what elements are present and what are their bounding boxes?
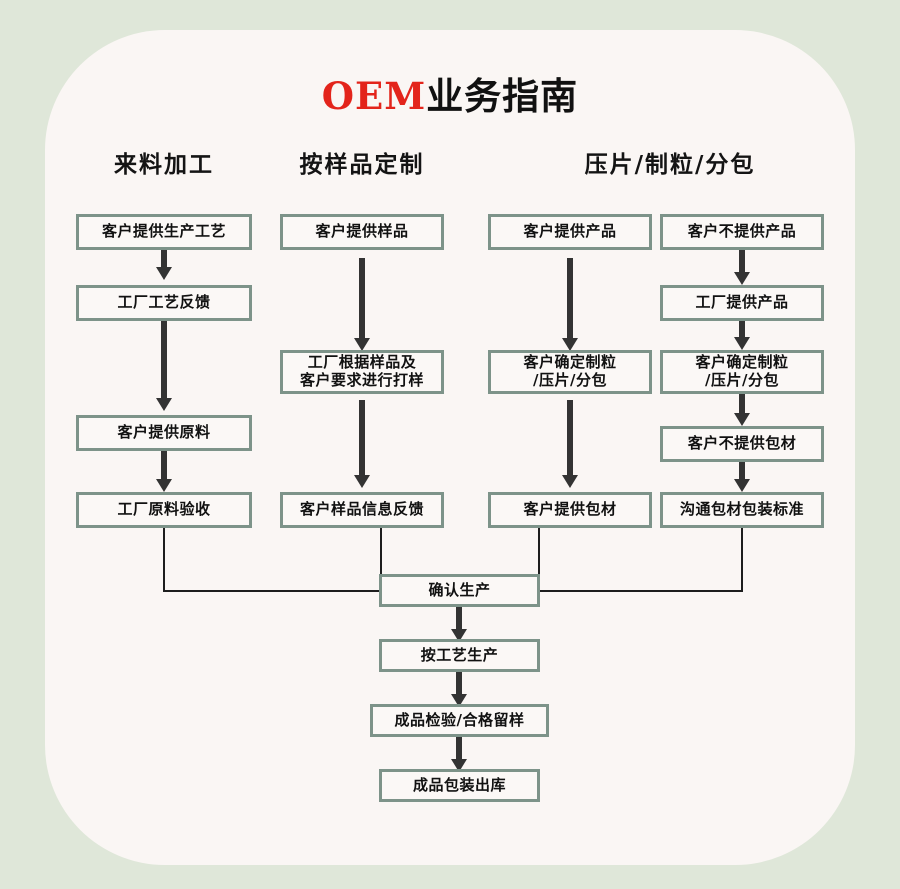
node-c1-3[interactable]: 客户提供原料 [76, 415, 252, 451]
connector-col3-vertical [538, 528, 540, 575]
node-c3-2[interactable]: 客户确定制粒 /压片/分包 [488, 350, 652, 394]
title-accent: OEM [321, 74, 427, 118]
connector-col4-vertical [741, 528, 743, 592]
node-merge-confirm-production[interactable]: 确认生产 [379, 574, 540, 607]
node-c1-4[interactable]: 工厂原料验收 [76, 492, 252, 528]
node-c2-1[interactable]: 客户提供样品 [280, 214, 444, 250]
title-rest: 业务指南 [426, 74, 579, 118]
connector-col1-horizontal [163, 590, 381, 592]
node-final-2[interactable]: 成品检验/合格留样 [370, 704, 549, 737]
node-c4-4[interactable]: 客户不提供包材 [660, 426, 824, 462]
node-c3-3[interactable]: 客户提供包材 [488, 492, 652, 528]
node-final-3[interactable]: 成品包装出库 [379, 769, 540, 802]
page-title: OEM业务指南 [0, 66, 900, 120]
node-c2-2[interactable]: 工厂根据样品及 客户要求进行打样 [280, 350, 444, 394]
column-header-1: 来料加工 [114, 151, 214, 178]
node-c4-1[interactable]: 客户不提供产品 [660, 214, 824, 250]
node-c1-1[interactable]: 客户提供生产工艺 [76, 214, 252, 250]
connector-col1-vertical [163, 528, 165, 592]
node-c4-2[interactable]: 工厂提供产品 [660, 285, 824, 321]
node-c4-5[interactable]: 沟通包材包装标准 [660, 492, 824, 528]
column-header-3: 压片/制粒/分包 [584, 151, 756, 178]
node-c1-2[interactable]: 工厂工艺反馈 [76, 285, 252, 321]
column-header-2: 按样品定制 [299, 151, 425, 178]
node-c2-3[interactable]: 客户样品信息反馈 [280, 492, 444, 528]
node-c3-1[interactable]: 客户提供产品 [488, 214, 652, 250]
connector-col4-horizontal [538, 590, 743, 592]
node-c4-3[interactable]: 客户确定制粒 /压片/分包 [660, 350, 824, 394]
node-final-1[interactable]: 按工艺生产 [379, 639, 540, 672]
connector-col2-vertical [380, 528, 382, 575]
